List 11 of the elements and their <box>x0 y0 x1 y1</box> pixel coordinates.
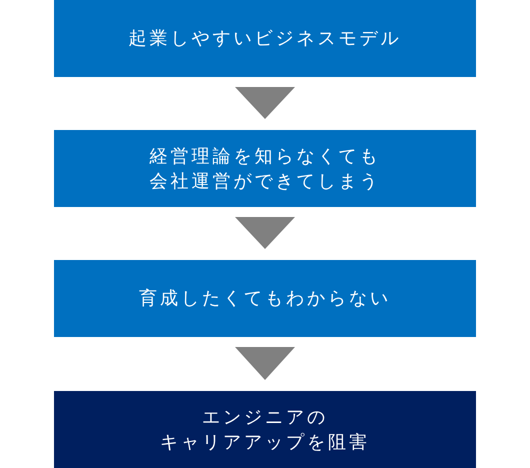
box-label: 育成したくてもわからない <box>139 287 391 311</box>
process-box <box>54 260 476 337</box>
process-box <box>54 0 476 77</box>
down-arrow <box>235 217 295 249</box>
box-label: 起業しやすいビジネスモデル <box>128 27 402 51</box>
result-box <box>54 391 476 468</box>
box-label: 経営理論を知らなくても会社運営ができてしまう <box>148 144 382 194</box>
process-box <box>54 130 476 207</box>
down-arrow <box>235 347 295 380</box>
down-arrow <box>235 87 295 119</box>
box-label: エンジニアのキャリアアップを阻害 <box>159 406 371 454</box>
